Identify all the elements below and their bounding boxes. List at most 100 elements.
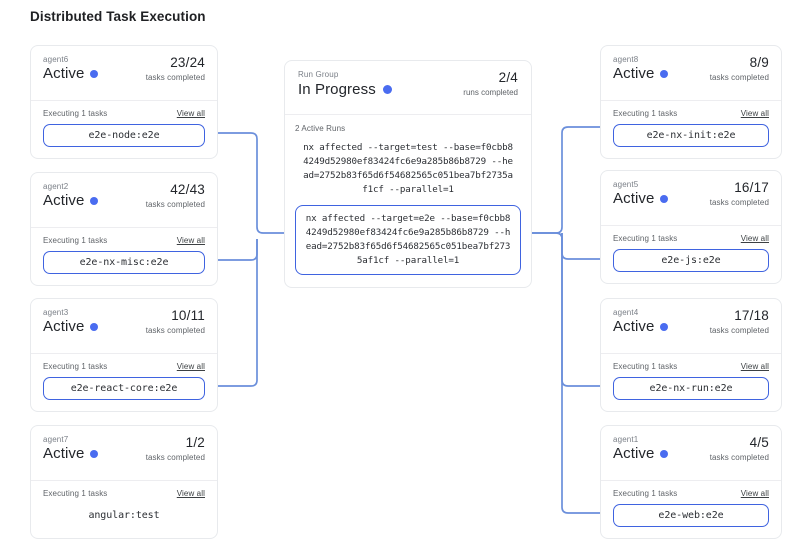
- run-group-card[interactable]: Run Group In Progress 2/4 runs completed…: [284, 60, 532, 288]
- task-pill[interactable]: e2e-node:e2e: [43, 124, 205, 147]
- agent-card-agent1[interactable]: agent1 Active 4/5 tasks completed Execut…: [600, 425, 782, 539]
- tasks-count-label: tasks completed: [709, 198, 769, 207]
- executing-label: Executing 1 tasks: [613, 109, 678, 118]
- agent-card-header: agent7 Active 1/2 tasks completed: [31, 426, 217, 480]
- status-dot-icon: [90, 69, 99, 78]
- agent-card-header: agent8 Active 8/9 tasks completed: [601, 46, 781, 100]
- divider: [31, 227, 217, 228]
- agent-status-label: Active: [613, 318, 655, 335]
- agent-card-agent4[interactable]: agent4 Active 17/18 tasks completed Exec…: [600, 298, 782, 412]
- agent-status-label: Active: [613, 190, 655, 207]
- status-dot-icon: [90, 322, 99, 331]
- executing-label: Executing 1 tasks: [613, 362, 678, 371]
- view-all-link[interactable]: View all: [176, 489, 205, 498]
- agent-name: agent5: [613, 180, 639, 189]
- view-all-link[interactable]: View all: [740, 234, 769, 243]
- agent-card-agent8[interactable]: agent8 Active 8/9 tasks completed Execut…: [600, 45, 782, 159]
- task-pill[interactable]: e2e-js:e2e: [613, 249, 769, 272]
- agent-card-header: agent2 Active 42/43 tasks completed: [31, 173, 217, 227]
- runs-count: 2/4: [498, 70, 518, 85]
- agent-card-agent3[interactable]: agent3 Active 10/11 tasks completed Exec…: [30, 298, 218, 412]
- executing-label: Executing 1 tasks: [43, 489, 108, 498]
- agent-name: agent4: [613, 308, 639, 317]
- status-dot-icon: [660, 69, 669, 78]
- tasks-count: 10/11: [171, 308, 205, 323]
- executing-label: Executing 1 tasks: [43, 236, 108, 245]
- agent-card-body: Executing 1 tasks View all e2e-nx-misc:e…: [31, 228, 217, 285]
- tasks-count: 17/18: [734, 308, 769, 323]
- agent-card-agent2[interactable]: agent2 Active 42/43 tasks completed Exec…: [30, 172, 218, 286]
- tasks-count: 16/17: [734, 180, 769, 195]
- task-pill[interactable]: e2e-react-core:e2e: [43, 377, 205, 400]
- divider: [601, 353, 781, 354]
- agent-status-label: Active: [613, 65, 655, 82]
- tasks-count-label: tasks completed: [145, 200, 205, 209]
- agent-card-body: Executing 1 tasks View all e2e-web:e2e: [601, 481, 781, 538]
- tasks-count-label: tasks completed: [709, 453, 769, 462]
- runs-count-label: runs completed: [463, 88, 518, 97]
- task-pill[interactable]: e2e-nx-init:e2e: [613, 124, 769, 147]
- view-all-link[interactable]: View all: [740, 109, 769, 118]
- run-group-status: In Progress: [298, 81, 376, 98]
- agent-status-label: Active: [43, 445, 85, 462]
- agent-card-agent6[interactable]: agent6 Active 23/24 tasks completed Exec…: [30, 45, 218, 159]
- view-all-link[interactable]: View all: [176, 236, 205, 245]
- executing-label: Executing 1 tasks: [43, 362, 108, 371]
- agent-card-header: agent4 Active 17/18 tasks completed: [601, 299, 781, 353]
- tasks-count-label: tasks completed: [145, 326, 205, 335]
- status-dot-icon: [90, 196, 99, 205]
- view-all-link[interactable]: View all: [740, 362, 769, 371]
- tasks-count: 1/2: [185, 435, 205, 450]
- agent-status-label: Active: [43, 65, 85, 82]
- view-all-link[interactable]: View all: [740, 489, 769, 498]
- tasks-count: 4/5: [749, 435, 769, 450]
- agent-card-header: agent6 Active 23/24 tasks completed: [31, 46, 217, 100]
- divider: [31, 480, 217, 481]
- agent-card-body: Executing 1 tasks View all e2e-react-cor…: [31, 354, 217, 411]
- view-all-link[interactable]: View all: [176, 362, 205, 371]
- agent-status-label: Active: [613, 445, 655, 462]
- agent-card-body: Executing 1 tasks View all e2e-node:e2e: [31, 101, 217, 158]
- agent-status-label: Active: [43, 318, 85, 335]
- view-all-link[interactable]: View all: [176, 109, 205, 118]
- divider: [601, 100, 781, 101]
- tasks-count: 42/43: [170, 182, 205, 197]
- agent-name: agent1: [613, 435, 639, 444]
- page-title: Distributed Task Execution: [30, 9, 206, 24]
- run-command[interactable]: nx affected --target=test --base=f0cbb84…: [303, 142, 513, 195]
- task-pill[interactable]: e2e-web:e2e: [613, 504, 769, 527]
- task-pill[interactable]: e2e-nx-misc:e2e: [43, 251, 205, 274]
- agent-name: agent6: [43, 55, 69, 64]
- executing-label: Executing 1 tasks: [613, 234, 678, 243]
- status-dot-icon: [660, 449, 669, 458]
- agent-status-label: Active: [43, 192, 85, 209]
- agent-name: agent7: [43, 435, 69, 444]
- run-group-header: Run Group In Progress 2/4 runs completed: [285, 61, 531, 114]
- task-pill[interactable]: e2e-nx-run:e2e: [613, 377, 769, 400]
- divider: [601, 225, 781, 226]
- tasks-count-label: tasks completed: [709, 326, 769, 335]
- divider: [601, 480, 781, 481]
- executing-label: Executing 1 tasks: [43, 109, 108, 118]
- agent-card-body: Executing 1 tasks View all angular:test: [31, 481, 217, 538]
- divider: [285, 114, 531, 115]
- run-group-body: 2 Active Runs nx affected --target=test …: [285, 115, 531, 287]
- agent-card-header: agent5 Active 16/17 tasks completed: [601, 171, 781, 225]
- tasks-count: 8/9: [749, 55, 769, 70]
- agent-card-body: Executing 1 tasks View all e2e-nx-init:e…: [601, 101, 781, 158]
- agent-card-body: Executing 1 tasks View all e2e-js:e2e: [601, 226, 781, 283]
- agent-name: agent3: [43, 308, 69, 317]
- tasks-count-label: tasks completed: [709, 73, 769, 82]
- agent-card-agent7[interactable]: agent7 Active 1/2 tasks completed Execut…: [30, 425, 218, 539]
- executing-label: Executing 1 tasks: [613, 489, 678, 498]
- status-dot-icon: [660, 194, 669, 203]
- agent-card-agent5[interactable]: agent5 Active 16/17 tasks completed Exec…: [600, 170, 782, 284]
- status-dot-icon: [382, 85, 392, 94]
- run-command-selected[interactable]: nx affected --target=e2e --base=f0cbb842…: [295, 205, 521, 275]
- tasks-count-label: tasks completed: [145, 73, 205, 82]
- divider: [31, 100, 217, 101]
- agent-name: agent2: [43, 182, 69, 191]
- status-dot-icon: [660, 322, 669, 331]
- task-pill[interactable]: angular:test: [88, 510, 160, 521]
